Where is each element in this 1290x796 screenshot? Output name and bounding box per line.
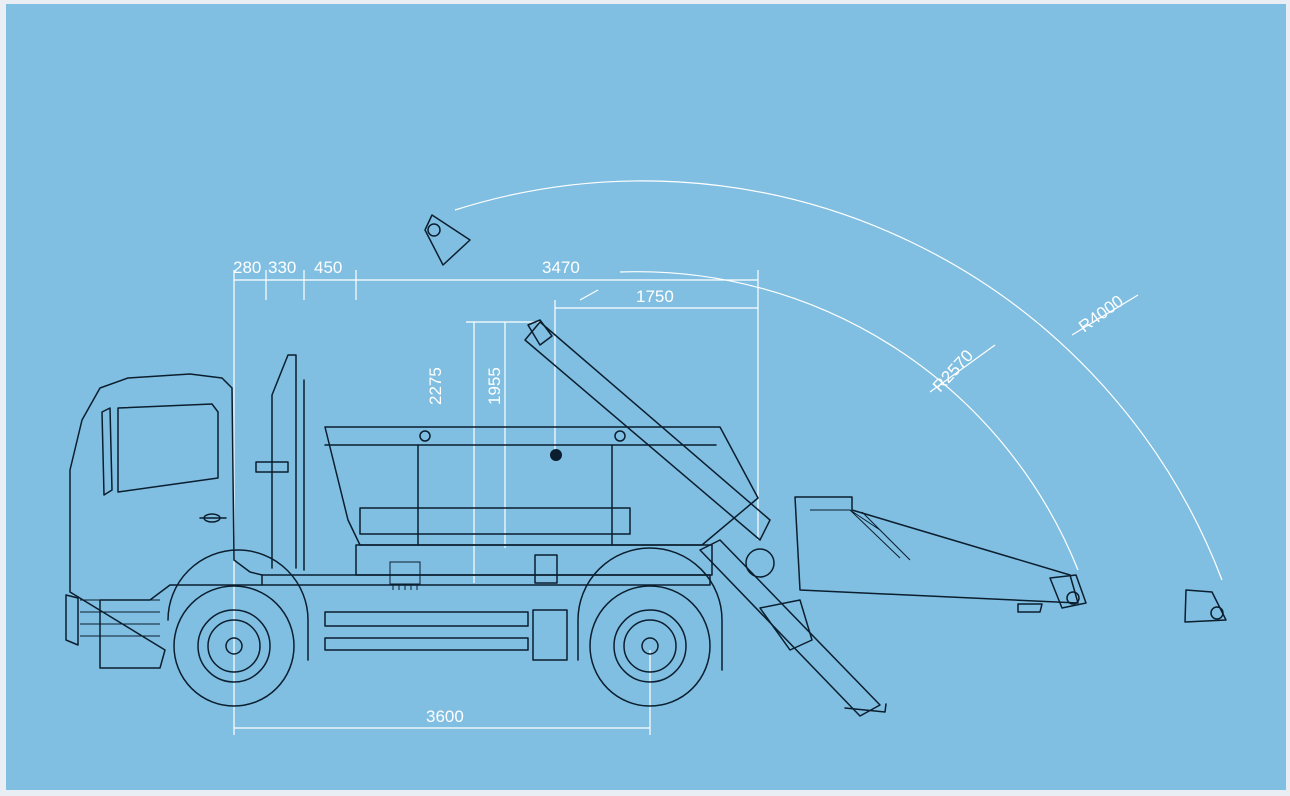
rear-wheel-arch	[577, 547, 723, 671]
leader-r4000	[1071, 294, 1139, 336]
arm-hook-raised	[527, 319, 553, 346]
battery-box	[532, 609, 568, 661]
front-wheel-arch	[167, 549, 309, 661]
hook-head-right	[1184, 589, 1227, 623]
dim-2275-label: 2275	[426, 367, 445, 405]
cab-window	[117, 403, 219, 493]
valve-block	[389, 561, 421, 590]
center-of-gravity-marker	[550, 449, 562, 461]
exhaust-clamp	[255, 461, 289, 473]
lift-arm-raised	[524, 321, 771, 541]
skip-lug-right	[614, 430, 626, 442]
arm-pivot	[745, 548, 775, 578]
subframe	[355, 544, 713, 576]
hook-head-top	[424, 214, 471, 266]
dim-450-label: 450	[314, 258, 342, 277]
exhaust-stack	[271, 354, 297, 569]
rear-wheel	[589, 585, 711, 707]
side-guard-lower	[324, 637, 529, 651]
door-handle-knob	[203, 513, 221, 523]
hook-head-arm-end	[1049, 574, 1087, 609]
leader-r2570	[929, 344, 996, 393]
dim-280-label: 280	[233, 258, 261, 277]
front-wheel	[173, 585, 295, 707]
dim-3470-label: 3470	[542, 258, 580, 277]
skip-base-frame	[359, 507, 631, 535]
cab-side-window	[101, 407, 113, 496]
truck-drawing	[65, 214, 1227, 717]
side-guard-upper	[324, 611, 529, 627]
arm-end-plate	[1017, 603, 1043, 613]
arm-foot	[844, 703, 887, 713]
skip-lug-left	[419, 430, 431, 442]
arc-r4000	[454, 180, 1223, 581]
stabilizer-leg	[759, 599, 813, 651]
cab-outline	[69, 373, 263, 669]
dim-1955-label: 1955	[485, 367, 504, 405]
dim-330-label: 330	[268, 258, 296, 277]
front-bumper	[65, 594, 79, 646]
drawing-background	[6, 4, 1286, 790]
dim-1750-label: 1750	[636, 287, 674, 306]
hydraulic-block	[534, 554, 558, 584]
arc-r2570	[619, 271, 1079, 571]
dim-3600-label: 3600	[426, 707, 464, 726]
arm-bracing	[810, 509, 911, 561]
grille	[80, 599, 160, 637]
lift-arm-lowered	[699, 539, 881, 717]
